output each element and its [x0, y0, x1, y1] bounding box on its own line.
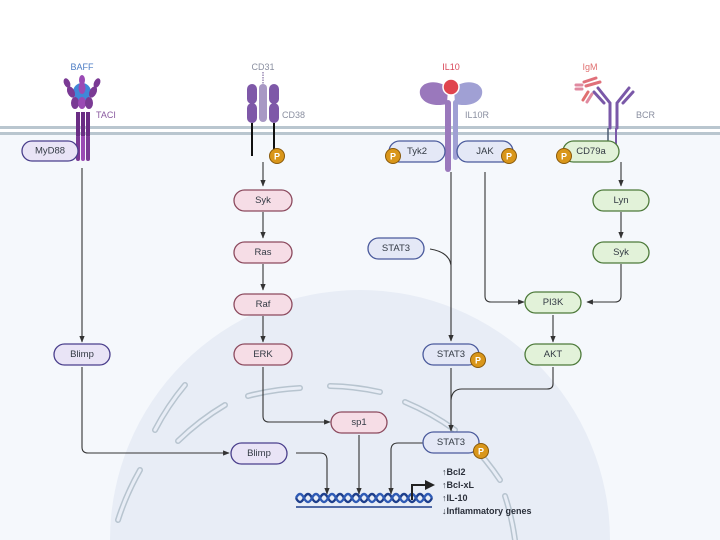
node-shape — [592, 189, 650, 212]
dna-helix — [294, 492, 434, 508]
gene-output-il10: ↑IL-10 — [442, 493, 468, 503]
node-shape — [367, 237, 425, 260]
node-myd88: MyD88 — [21, 140, 79, 162]
baff-label: BAFF — [70, 62, 94, 72]
gene-output-list: ↑Bcl2 ↑Bcl-xL ↑IL-10 ↓Inflammatory genes — [442, 467, 532, 516]
node-shape — [233, 189, 293, 212]
bcr-receptor: IgM BCR — [574, 62, 656, 154]
node-raf: Raf — [233, 293, 293, 316]
node-blimp-nuc: Blimp — [230, 442, 288, 465]
bcr-label: BCR — [636, 110, 656, 120]
edge-stat3-merge — [429, 248, 452, 266]
node-stat3-free: STAT3 — [367, 237, 425, 260]
taci-receptor: BAFF TACI — [63, 62, 116, 161]
phospho-badge-tyk2: P — [385, 148, 401, 164]
phosphate-label: P — [506, 152, 512, 162]
edge-blimp-dna — [296, 452, 330, 495]
node-label: Syk — [255, 195, 271, 206]
node-label: ERK — [253, 349, 273, 360]
node-label: Blimp — [247, 448, 271, 459]
node-shape — [233, 343, 293, 366]
cd31-label: CD31 — [251, 62, 274, 72]
node-label: sp1 — [351, 417, 366, 428]
phospho-badge-cd79a: P — [556, 148, 572, 164]
node-shape — [524, 291, 582, 314]
node-label: AKT — [544, 349, 563, 360]
phospho-badge-stat3-nuc: P — [473, 443, 489, 459]
node-label: Ras — [255, 247, 272, 258]
taci-label: TACI — [96, 110, 116, 120]
phospho-badge-cd38: P — [269, 148, 285, 164]
node-label: JAK — [476, 146, 494, 157]
node-pi3k: PI3K — [524, 291, 582, 314]
node-shape — [592, 241, 650, 264]
edge-jak-pi3k — [484, 172, 525, 305]
node-shape — [422, 431, 480, 454]
il10r-receptor: IL10 IL10R — [419, 62, 490, 172]
node-label: STAT3 — [437, 349, 465, 360]
node-shape — [524, 343, 582, 366]
phosphate-label: P — [274, 152, 280, 162]
node-label: Tyk2 — [407, 146, 427, 157]
node-syk-cd38: Syk — [233, 189, 293, 212]
phosphate-icon — [470, 352, 486, 368]
pathway-edges — [79, 162, 624, 495]
node-label: STAT3 — [382, 243, 410, 254]
phosphate-label: P — [561, 152, 567, 162]
phosphate-label: P — [390, 152, 396, 162]
node-sp1: sp1 — [330, 411, 388, 434]
transcription-start-arrow — [411, 480, 435, 500]
node-blimp-cyto: Blimp — [53, 343, 111, 366]
node-syk-bcr: Syk — [592, 241, 650, 264]
phosphate-icon — [385, 148, 401, 164]
node-label: MyD88 — [35, 146, 65, 157]
cd38-label: CD38 — [282, 110, 305, 120]
edge-erk-sp1 — [262, 367, 331, 425]
phosphate-icon — [473, 443, 489, 459]
node-shape — [233, 241, 293, 264]
node-akt: AKT — [524, 343, 582, 366]
edge-akt-nuc — [450, 367, 554, 401]
gene-output-inflammatory: ↓Inflammatory genes — [442, 506, 532, 516]
gene-output-bclxl: ↑Bcl-xL — [442, 480, 475, 490]
node-label: CD79a — [576, 146, 606, 157]
igm-ligand-icon — [574, 76, 602, 104]
node-label: Raf — [256, 299, 271, 310]
il10-label: IL10 — [442, 62, 460, 72]
phosphate-icon — [269, 148, 285, 164]
node-shape — [53, 343, 111, 366]
node-lyn: Lyn — [592, 189, 650, 212]
node-label: STAT3 — [437, 437, 465, 448]
node-shape — [21, 140, 79, 162]
igm-label: IgM — [582, 62, 597, 72]
node-ras: Ras — [233, 241, 293, 264]
il10r-label: IL10R — [465, 110, 490, 120]
phospho-layer: P P P P P P — [269, 148, 572, 459]
edge-blimp-blimp-nuc — [81, 367, 230, 456]
cd38-receptor: CD31 CD38 — [247, 62, 305, 156]
phosphate-icon — [556, 148, 572, 164]
node-label: PI3K — [543, 297, 564, 308]
edge-stat3nuc-dna — [388, 442, 423, 495]
phospho-badge-jak: P — [501, 148, 517, 164]
node-shape — [233, 293, 293, 316]
node-shape — [330, 411, 388, 434]
phosphate-label: P — [475, 356, 481, 366]
cell-membrane — [0, 126, 720, 135]
phosphate-icon — [501, 148, 517, 164]
gene-output-bcl2: ↑Bcl2 — [442, 467, 466, 477]
node-label: Blimp — [70, 349, 94, 360]
edge-syk-pi3k — [586, 264, 622, 305]
node-label: Lyn — [614, 195, 629, 206]
phosphate-label: P — [478, 447, 484, 457]
node-label: Syk — [613, 247, 629, 258]
node-erk: ERK — [233, 343, 293, 366]
node-stat3-nuc: STAT3 — [422, 431, 480, 454]
phospho-badge-stat3-p: P — [470, 352, 486, 368]
il10-ligand-icon — [442, 78, 460, 96]
node-shape — [230, 442, 288, 465]
